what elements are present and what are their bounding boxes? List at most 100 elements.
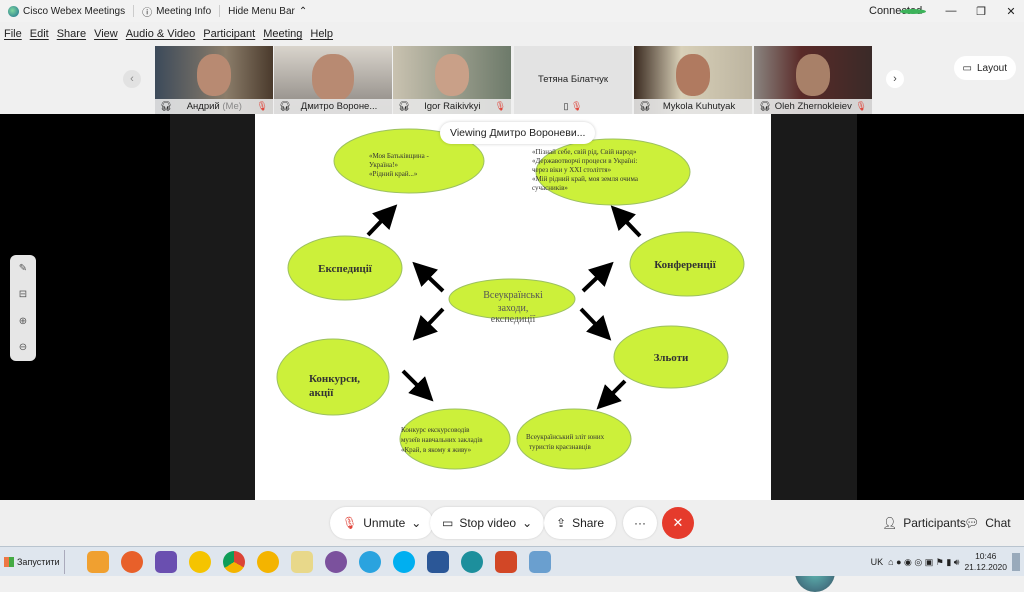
participant-tile[interactable]: Тетяна Білатчук▯ 🎙︎ — [514, 46, 632, 114]
unmute-label: Unmute — [363, 516, 406, 530]
participant-video — [435, 54, 469, 96]
participants-button[interactable]: 👤︎Participants — [870, 507, 978, 539]
minimize-button[interactable]: — — [945, 5, 957, 17]
annotate-icon[interactable]: ✎ — [18, 262, 28, 274]
remote-control-icon[interactable]: ⊟ — [18, 289, 28, 301]
headset-icon: 🎧︎ — [759, 101, 772, 112]
meeting-info-label: Meeting Info — [156, 5, 212, 17]
stop-video-label: Stop video — [459, 516, 517, 530]
node-top-right — [535, 138, 691, 206]
arrow — [412, 261, 445, 293]
mic-muted-icon: 🎙︎ — [855, 101, 867, 111]
firefox-icon[interactable] — [120, 550, 143, 573]
stop-video-button[interactable]: ▭Stop video⌄ — [430, 507, 545, 539]
scroll-left-button[interactable]: ‹ — [123, 70, 141, 88]
participant-tile[interactable]: 🎧︎Igor Raikivkyi🎙︎ — [393, 46, 511, 114]
leave-meeting-button[interactable]: ✕ — [662, 507, 694, 539]
start-button[interactable]: Запустити — [0, 549, 65, 574]
word-icon[interactable] — [426, 550, 449, 573]
participant-video — [197, 54, 231, 96]
headset-icon: 🎧︎ — [160, 101, 173, 112]
node-top-right-text: «Пізнай себе, свій рід, Свій народ»«Держ… — [532, 148, 639, 192]
zoom-out-icon[interactable]: ⊖ — [18, 342, 28, 354]
telegram-icon[interactable] — [358, 550, 381, 573]
arrow — [412, 307, 445, 341]
unmute-button[interactable]: 🎙︎ Unmute ⌄ — [330, 507, 434, 539]
chevron-down-icon[interactable]: ⌄ — [522, 516, 533, 530]
more-options-button[interactable]: ··· — [623, 507, 657, 539]
headset-icon: 🎧︎ — [639, 101, 652, 112]
powerpoint-icon[interactable] — [494, 550, 517, 573]
chrome-canary-icon[interactable] — [256, 550, 279, 573]
app-icon[interactable] — [188, 550, 211, 573]
participant-video — [676, 54, 710, 96]
node-top-left — [333, 128, 485, 194]
hide-menu-label: Hide Menu Bar — [228, 5, 295, 17]
participant-name: Дмитро Вороне... — [300, 101, 378, 112]
picture-viewer-icon[interactable] — [528, 550, 551, 573]
menu-help[interactable]: Help — [310, 28, 333, 40]
node-rallies — [613, 325, 729, 389]
webex-taskbar-icon[interactable] — [460, 550, 483, 573]
app-name: Cisco Webex Meetings — [23, 5, 126, 17]
restore-button[interactable]: ❐ — [976, 5, 986, 18]
share-label: Share — [572, 516, 605, 530]
node-expeditions — [287, 235, 403, 301]
mic-muted-icon: 🎙︎ — [342, 516, 358, 530]
tray-icons[interactable]: ⌂ ● ◉ ◎ ▣ ⚑ ▮ 🔊︎ — [888, 556, 960, 567]
chrome-icon[interactable] — [222, 550, 245, 573]
viewing-indicator: Viewing Дмитро Вороневи... — [440, 122, 596, 144]
app-title: Cisco Webex Meetings — [0, 5, 133, 17]
menu-view[interactable]: View — [94, 28, 118, 40]
participant-name: Igor Raikivkyi — [424, 101, 481, 112]
chat-button[interactable]: 💬︎Chat — [958, 507, 1017, 539]
chevron-up-icon: ⌃ — [298, 5, 308, 17]
participant-tile[interactable]: 🎧︎Андрий (Me)🎙︎ — [155, 46, 273, 114]
participant-tile[interactable]: 🎧︎Oleh Zhernokleiev🎙︎ — [754, 46, 872, 114]
app-icon[interactable] — [154, 550, 177, 573]
menu-edit[interactable]: Edit — [29, 28, 49, 40]
media-player-icon[interactable] — [86, 550, 109, 573]
menu-file[interactable]: File — [4, 28, 22, 40]
info-icon: ⓘ — [142, 7, 153, 19]
status-dot-icon — [900, 8, 926, 14]
node-rallies-text: Зльоти — [654, 352, 689, 364]
file-explorer-icon[interactable] — [290, 550, 313, 573]
show-desktop-button[interactable] — [1012, 553, 1020, 571]
time: 10:46 — [975, 551, 997, 561]
skype-icon[interactable] — [392, 550, 415, 573]
chevron-down-icon[interactable]: ⌄ — [411, 516, 422, 530]
mic-muted-icon: 🎙︎ — [571, 101, 583, 111]
layout-label: Layout — [976, 62, 1007, 74]
scroll-right-button[interactable]: › — [886, 70, 904, 88]
annotation-toolbar: ✎ ⊟ ⊕ ⊖ — [10, 255, 36, 361]
menu-participant[interactable]: Participant — [203, 28, 256, 40]
arrow — [581, 261, 614, 293]
share-button[interactable]: ⇪Share — [544, 507, 617, 539]
webex-logo-icon — [8, 5, 19, 17]
menu-share[interactable]: Share — [56, 28, 87, 40]
shared-slide: «Моя Батьківщина -Україна!»«Рідний край.… — [255, 114, 771, 500]
layout-button[interactable]: ▭Layout — [953, 56, 1016, 80]
chat-bubble-icon: 💬︎ — [964, 516, 980, 530]
viber-icon[interactable] — [324, 550, 347, 573]
close-button[interactable]: ✕ — [1006, 5, 1016, 18]
participant-strip: ‹ 🎧︎Андрий (Me)🎙︎ 🎧︎Дмитро Вороне... 🎧︎I… — [0, 44, 1024, 114]
language-indicator[interactable]: UK — [870, 557, 884, 567]
participant-tile-active[interactable]: 🎧︎Дмитро Вороне... — [274, 46, 392, 114]
menu-bar: File Edit Share View Audio & Video Parti… — [0, 24, 333, 44]
menu-meeting[interactable]: Meeting — [263, 28, 303, 40]
phone-icon: ▯ — [563, 101, 569, 111]
zoom-in-icon[interactable]: ⊕ — [18, 315, 28, 327]
hide-menu-bar-button[interactable]: Hide Menu Bar⌃ — [220, 6, 315, 17]
menu-audio-video[interactable]: Audio & Video — [125, 28, 196, 40]
participant-tile[interactable]: 🎧︎Mykola Kuhutyak — [634, 46, 752, 114]
participant-name: Oleh Zhernokleiev — [774, 101, 852, 112]
